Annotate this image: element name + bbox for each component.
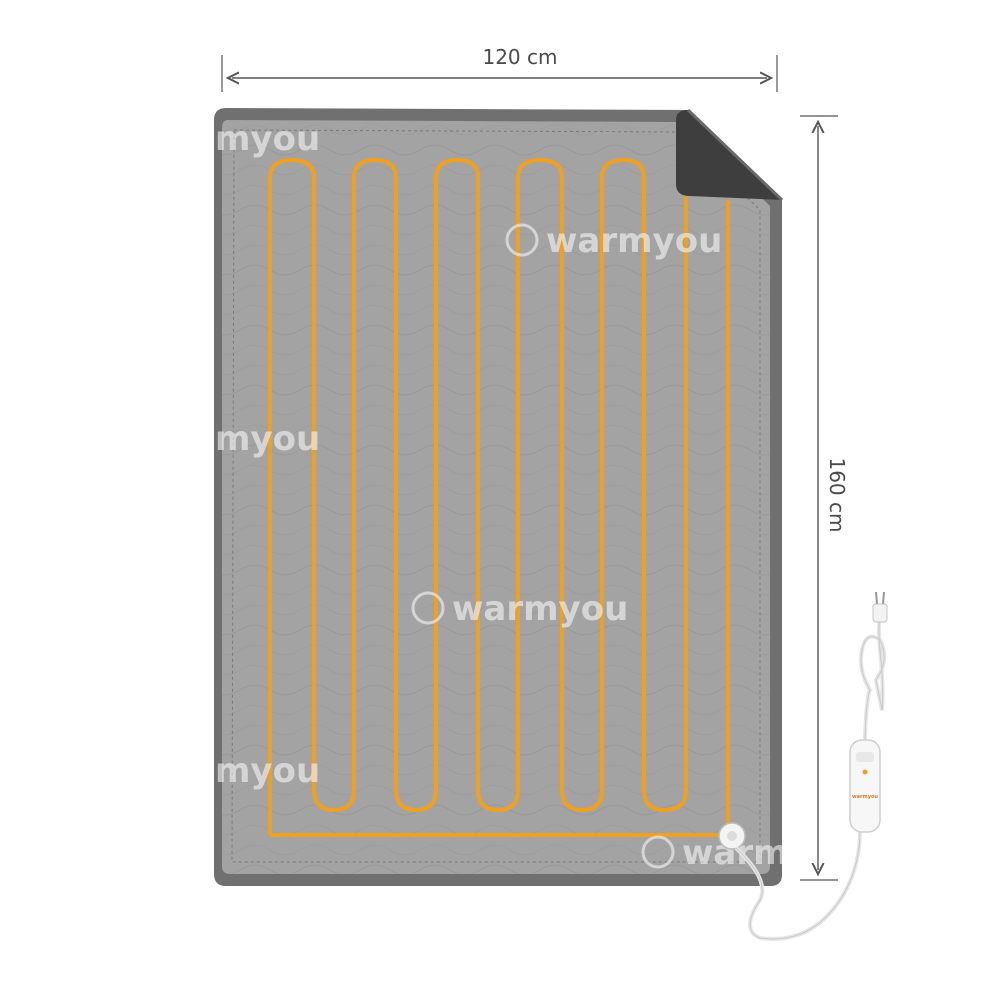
wall-plug xyxy=(872,591,888,623)
power-indicator xyxy=(862,769,868,775)
controller-remote: warmyou xyxy=(849,739,881,833)
watermark-group: warmyou warmyou myou myou myou warm xyxy=(215,119,789,873)
blanket-stitching xyxy=(231,129,761,863)
power-cable xyxy=(734,611,887,941)
height-label: 160 cm xyxy=(825,457,849,532)
width-dimension: 120 cm xyxy=(221,45,778,92)
corner-fold xyxy=(676,110,782,200)
watermark-text: warmyou xyxy=(546,221,722,261)
watermark-text: warmyou xyxy=(452,589,628,629)
blanket-texture xyxy=(222,120,770,874)
heating-blanket: warmyou warmyou myou myou myou warm xyxy=(214,108,789,886)
controller-brand: warmyou xyxy=(852,794,878,800)
watermark-partial: myou xyxy=(215,119,320,159)
watermark-partial: myou xyxy=(215,751,320,791)
width-label: 120 cm xyxy=(482,45,557,69)
height-dimension: 160 cm xyxy=(800,115,849,881)
connector-plug xyxy=(718,822,746,850)
watermark-partial: myou xyxy=(215,419,320,459)
